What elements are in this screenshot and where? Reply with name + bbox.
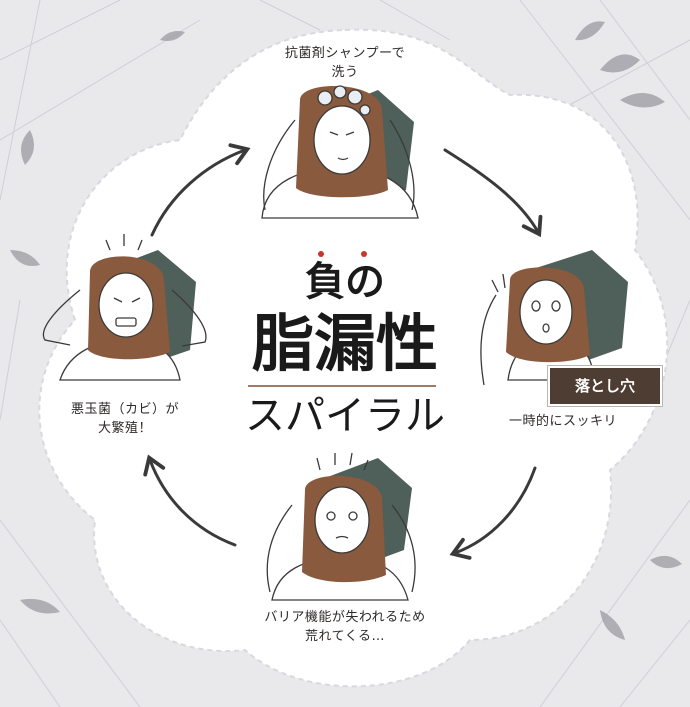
stage-label-left: 悪玉菌（カビ）が 大繁殖！ (70, 402, 179, 436)
emphasis-dot (318, 251, 324, 257)
stage-label-bottom: バリア機能が失われるため 荒れてくる… (264, 610, 426, 644)
arrow-left-top (150, 143, 251, 237)
woman-irritated-figure (266, 452, 416, 601)
arrow-top-right (443, 148, 543, 238)
title-line-1: 負の (305, 259, 385, 305)
arrow-bottom-left (143, 454, 237, 547)
arrow-right-bottom (449, 466, 537, 560)
stage-label-right: 一時的にスッキリ (508, 414, 617, 429)
stage-label-top: 抗菌剤シャンプーで 洗う (284, 46, 406, 80)
leaf-decoration-icon (10, 21, 682, 640)
emphasis-dot (361, 251, 367, 257)
pitfall-badge: 落とし穴 (548, 366, 662, 406)
cycle-arrows (143, 143, 543, 560)
woman-distressed-figure (42, 234, 207, 381)
woman-shampoo-figure (261, 85, 419, 219)
title-line-2: 脂漏性 (251, 307, 438, 380)
woman-refreshed-figure (480, 267, 595, 386)
title-line-3: スパイラル (245, 393, 445, 439)
